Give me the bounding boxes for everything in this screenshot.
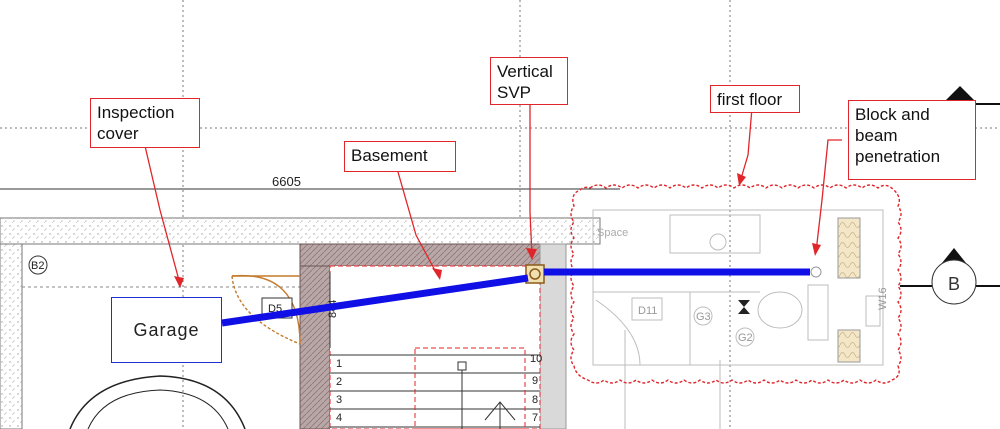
section-arrow-top [945,86,975,101]
leader-lines [144,102,842,285]
callout-vertical-svp: Vertical SVP [490,57,568,105]
stair-number: 9 [532,375,538,387]
first-floor-plan [592,209,884,429]
stair [330,347,540,429]
callout-basement: Basement [344,141,456,172]
leader-arrowheads [174,173,821,288]
stair-number: 10 [530,353,542,365]
svp-fitting [525,264,545,284]
valve-icon [738,300,750,314]
basement-wall-left [299,243,331,429]
car-outline [69,375,246,429]
revision-cloud [570,184,902,384]
stair-number: 3 [336,394,342,406]
space-label: Space [597,227,628,239]
wc-tag: W16 [877,287,889,310]
garage-label: Garage [111,297,222,363]
section-marker: B [900,248,1000,305]
callout-inspection-cover: Inspection cover [90,98,200,148]
section-marker-label: B [948,274,960,294]
callout-block-beam: Block and beam penetration [848,100,976,180]
door-swing [231,274,301,345]
grid-ref-label: B2 [31,260,44,272]
stair-number: 2 [336,376,342,388]
dimension-6605: 6605 [272,174,301,189]
room-tag-d11: D11 [638,305,657,317]
penetration-point [810,266,822,278]
stair-number: 8 [532,394,538,406]
stair-number: 7 [532,412,538,424]
callout-first-floor: first floor [710,85,800,113]
basement-wall-top [299,243,541,267]
drainage-pipe [221,268,810,327]
stair-number: 1 [336,358,342,370]
stair-number: 4 [336,412,342,424]
outer-wall-left [0,243,23,429]
outer-wall-top [0,217,601,245]
room-tag-g2: G2 [738,332,753,344]
grid-ref-bubble [28,255,48,275]
room-tag-g3: G3 [696,311,711,323]
